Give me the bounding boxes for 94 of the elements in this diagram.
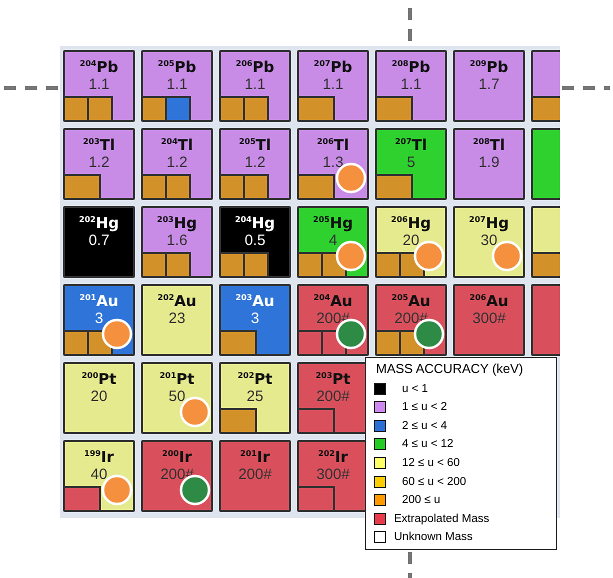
nuclide-symbol: $^{204}$Au	[314, 291, 352, 310]
mass-uncertainty-value: 200#	[160, 466, 194, 484]
legend-text: Unknown Mass	[394, 531, 473, 544]
nuclide-symbol: $^{206}$Pb	[236, 57, 274, 76]
nuclide-cell	[219, 440, 291, 512]
mass-uncertainty-value: 1.1	[166, 76, 188, 94]
mass-uncertainty-value: 50	[168, 388, 186, 406]
mass-uncertainty-value: 1.7	[478, 76, 500, 94]
mass-uncertainty-value: 300#	[316, 466, 350, 484]
mass-uncertainty-value: 3	[94, 310, 104, 328]
nuclide-cell	[141, 284, 213, 356]
nuclide-cell	[219, 362, 291, 434]
legend-text: Extrapolated Mass	[394, 512, 490, 525]
nuclide-cell	[219, 206, 291, 278]
mass-uncertainty-value: 25	[246, 388, 264, 406]
mass-uncertainty-value: 1.6	[166, 232, 188, 250]
nuclide-cell	[219, 284, 291, 356]
mass-uncertainty-value: 1.9	[478, 154, 500, 172]
nuclide-symbol: $^{201}$Ir	[240, 447, 270, 466]
nuclide-cell	[63, 50, 135, 122]
nuclide-cell	[219, 128, 291, 200]
mass-uncertainty-value: 0.5	[244, 232, 266, 250]
mass-uncertainty-value: 40	[90, 466, 108, 484]
nuclide-cell	[453, 128, 525, 200]
mass-uncertainty-value: 1.1	[88, 76, 110, 94]
nuclide-cell	[141, 128, 213, 200]
nuclide-cell	[453, 284, 525, 356]
mass-uncertainty-value: 1.1	[322, 76, 344, 94]
nuclide-symbol: $^{202}$Pt	[238, 369, 272, 388]
mass-uncertainty-value: 4	[328, 232, 338, 250]
nuclide-symbol: $^{205}$Tl	[238, 135, 272, 154]
nuclide-symbol: $^{202}$Hg	[79, 213, 119, 232]
legend-text: 60 ≤ u < 200	[402, 476, 466, 488]
nuclide-symbol: $^{203}$Au	[236, 291, 274, 310]
nuclide-symbol: $^{201}$Pt	[160, 369, 194, 388]
nuclide-symbol: $^{199}$Ir	[84, 447, 114, 466]
mass-uncertainty-value: 1.2	[88, 154, 110, 172]
nuclide-symbol: $^{207}$Hg	[469, 213, 509, 232]
mass-uncertainty-value: 1.3	[322, 154, 344, 172]
nuclide-symbol: $^{201}$Au	[80, 291, 118, 310]
legend-text: u < 1	[402, 382, 428, 394]
nuclide-symbol: $^{207}$Pb	[314, 57, 352, 76]
mass-uncertainty-value: 5	[406, 154, 416, 172]
legend-title: MASS ACCURACY (keV)	[376, 361, 524, 376]
nuclide-cell	[453, 50, 525, 122]
mass-uncertainty-value: 200#	[316, 310, 350, 328]
mass-uncertainty-value: 23	[168, 310, 186, 328]
nuclide-cell	[141, 206, 213, 278]
nuclide-symbol: $^{203}$Hg	[157, 213, 197, 232]
nuclide-symbol: $^{205}$Pb	[158, 57, 196, 76]
nuclide-symbol: $^{206}$Au	[470, 291, 508, 310]
nuclide-symbol: $^{206}$Tl	[316, 135, 350, 154]
nuclide-symbol: $^{209}$Pb	[470, 57, 508, 76]
mass-uncertainty-value: 20	[402, 232, 420, 250]
legend-text: 2 ≤ u < 4	[402, 420, 447, 432]
nuclide-cell	[141, 50, 213, 122]
nuclide-symbol: $^{205}$Hg	[313, 213, 353, 232]
nuclide-symbol: $^{202}$Au	[158, 291, 196, 310]
nuclide-cell	[375, 128, 447, 200]
nuclide-cell	[63, 128, 135, 200]
nuclide-symbol: $^{204}$Tl	[160, 135, 194, 154]
nuclide-cell	[63, 206, 135, 278]
nuclide-cell	[375, 50, 447, 122]
mass-uncertainty-value: 300#	[472, 310, 506, 328]
nuclide-symbol: $^{200}$Ir	[162, 447, 192, 466]
nuclide-symbol: $^{204}$Pb	[80, 57, 118, 76]
mass-uncertainty-value: 1.2	[244, 154, 266, 172]
mass-uncertainty-value: 200#	[316, 388, 350, 406]
legend-text: 200 ≤ u	[402, 494, 440, 506]
mass-uncertainty-value: 1.2	[166, 154, 188, 172]
nuclide-symbol: $^{202}$Ir	[318, 447, 348, 466]
mass-uncertainty-value: 0.7	[88, 232, 110, 250]
nuclide-cell	[297, 50, 369, 122]
nuclide-symbol: $^{203}$Tl	[82, 135, 116, 154]
nuclide-cell	[219, 50, 291, 122]
mass-uncertainty-value: 3	[250, 310, 260, 328]
nuclide-symbol: $^{205}$Au	[392, 291, 430, 310]
mass-uncertainty-value: 1.1	[244, 76, 266, 94]
legend-text: 1 ≤ u < 2	[402, 401, 447, 414]
mass-uncertainty-value: 30	[480, 232, 498, 250]
mass-uncertainty-value: 200#	[394, 310, 428, 328]
nuclide-symbol: $^{208}$Tl	[472, 135, 506, 154]
nuclide-symbol: $^{206}$Hg	[391, 213, 431, 232]
nuclide-symbol: $^{208}$Pb	[392, 57, 430, 76]
mass-uncertainty-value: 20	[90, 388, 108, 406]
nuclide-symbol: $^{203}$Pt	[316, 369, 350, 388]
mass-uncertainty-value: 200#	[238, 466, 272, 484]
legend-text: 4 ≤ u < 12	[402, 438, 454, 450]
nuclide-symbol: $^{204}$Hg	[235, 213, 275, 232]
mass-uncertainty-value: 1.1	[400, 76, 422, 94]
nuclide-cell	[63, 362, 135, 434]
nuclide-symbol: $^{207}$Tl	[394, 135, 428, 154]
legend-text: 12 ≤ u < 60	[402, 456, 460, 469]
nuclide-symbol: $^{200}$Pt	[82, 369, 116, 388]
